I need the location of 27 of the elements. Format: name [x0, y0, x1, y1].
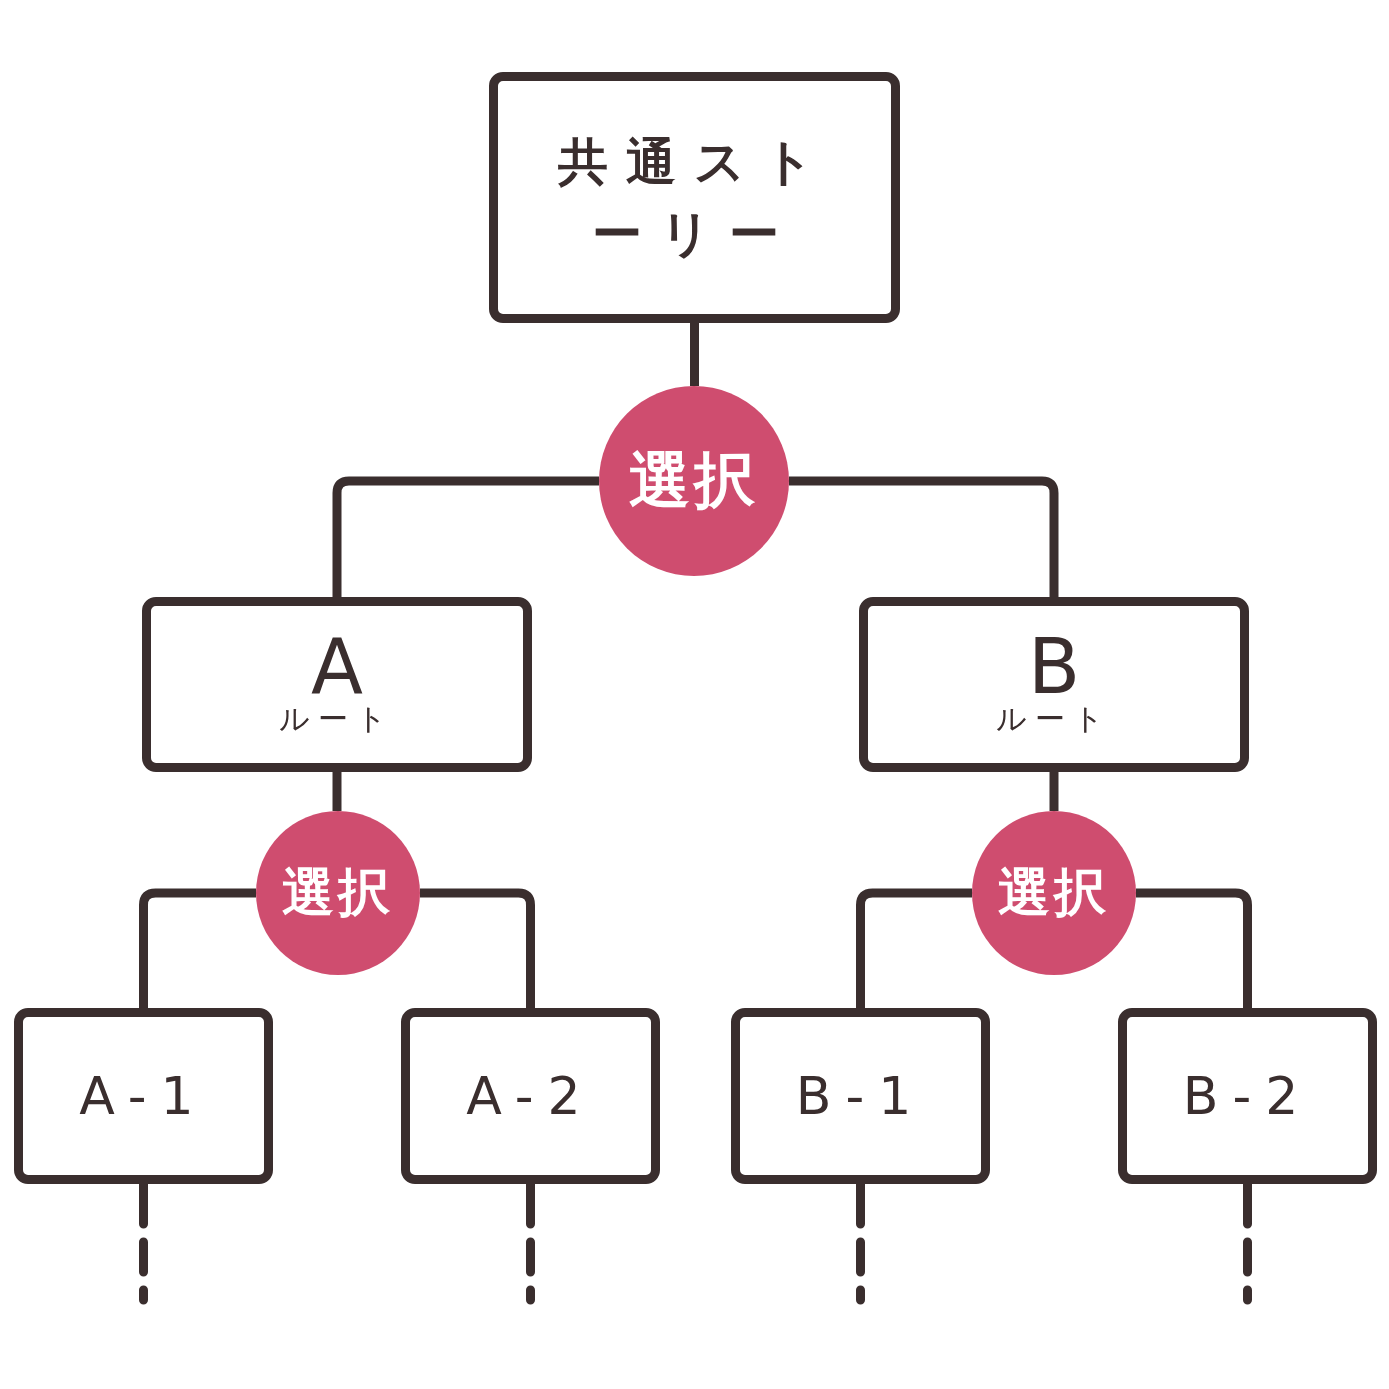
choice-label: 選択 [629, 443, 759, 517]
story-box [859, 597, 1249, 772]
story-box [142, 597, 532, 772]
story-box [731, 1008, 990, 1184]
box-label: A-1 [79, 1066, 208, 1126]
story-box [401, 1008, 660, 1184]
choice-circle [599, 386, 789, 576]
story-box [1118, 1008, 1377, 1184]
connector-line [1049, 772, 1059, 811]
connector-line [332, 476, 599, 597]
box-label: B-2 [1182, 1066, 1313, 1126]
choice-label: 選択 [998, 861, 1110, 924]
connector-line [1136, 888, 1252, 1008]
box-label: B-1 [795, 1066, 926, 1126]
connector-line [332, 772, 342, 811]
box-label: 共通ストーリー [556, 131, 833, 265]
choice-circle [256, 811, 420, 975]
box-label: A-2 [466, 1066, 595, 1126]
connector-line [856, 888, 972, 1008]
connector-line [690, 323, 699, 386]
story-box [14, 1008, 273, 1184]
story-box [489, 72, 900, 323]
connector-line [420, 888, 535, 1008]
connector-line [139, 888, 256, 1008]
connector-line [789, 476, 1059, 597]
choice-label: 選択 [282, 861, 394, 924]
choice-circle [972, 811, 1136, 975]
